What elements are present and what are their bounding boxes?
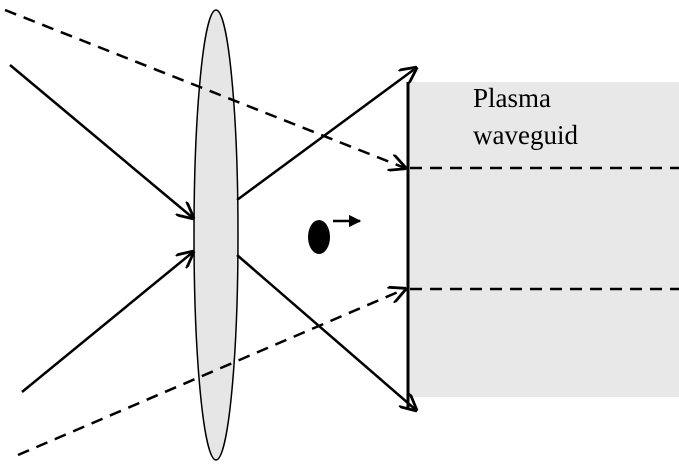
solid-ray-incoming-upper <box>9 64 193 218</box>
particle <box>308 220 330 254</box>
plasma-waveguide-region <box>408 82 679 397</box>
solid-ray-incoming-lower <box>21 252 193 393</box>
dashed-ray-lower <box>17 289 405 457</box>
plasma-label-line2: waveguid <box>473 120 578 150</box>
solid-ray-outgoing-lower <box>236 254 416 410</box>
dashed-ray-upper <box>4 8 405 168</box>
plasma-label-line1: Plasma <box>473 83 551 113</box>
lens <box>193 9 239 461</box>
solid-ray-outgoing-upper <box>236 68 416 202</box>
